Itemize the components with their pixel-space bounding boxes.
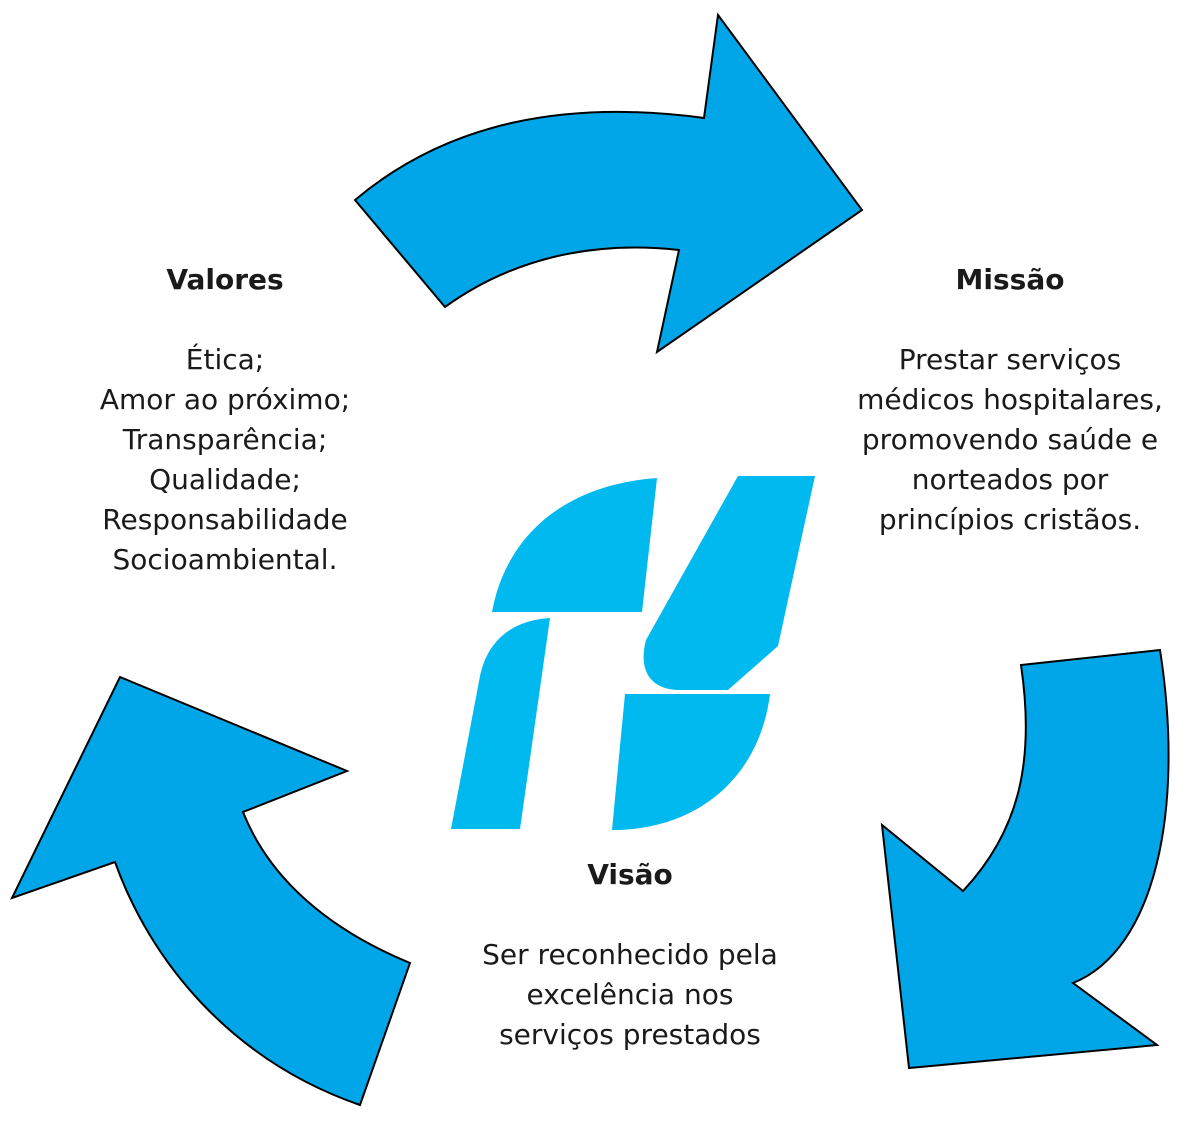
arrow-right-icon (880, 648, 1170, 1070)
arrow-top-icon (353, 12, 864, 355)
visao-line: serviços prestados (499, 1018, 761, 1051)
visao-block: Visão Ser reconhecido pela excelência no… (435, 855, 825, 1055)
valores-item: Ética; (185, 343, 265, 376)
missao-line: Prestar serviços (898, 343, 1122, 376)
missao-heading: Missão (955, 263, 1065, 296)
arrow-left-icon (10, 675, 412, 1107)
missao-line: promovendo saúde e (861, 423, 1159, 456)
fh-logo-icon (451, 476, 815, 830)
visao-text: Ser reconhecido pela excelência nos serv… (435, 935, 825, 1055)
valores-item: Qualidade; (149, 463, 301, 496)
valores-item: Amor ao próximo; (99, 383, 351, 416)
valores-list: Ética; Amor ao próximo; Transparência; Q… (40, 340, 410, 580)
missao-line: norteados por (911, 463, 1109, 496)
valores-item: Responsabilidade (102, 503, 348, 536)
valores-item: Socioambiental. (112, 543, 338, 576)
missao-line: princípios cristãos. (878, 503, 1142, 536)
missao-line: médicos hospitalares, (857, 383, 1163, 416)
valores-block: Valores Ética; Amor ao próximo; Transpar… (40, 260, 410, 580)
missao-block: Missão Prestar serviços médicos hospital… (820, 260, 1200, 540)
visao-line: Ser reconhecido pela (482, 938, 778, 971)
valores-heading: Valores (166, 263, 284, 296)
valores-item: Transparência; (122, 423, 328, 456)
missao-text: Prestar serviços médicos hospitalares, p… (820, 340, 1200, 540)
visao-line: excelência nos (526, 978, 734, 1011)
visao-heading: Visão (587, 858, 673, 891)
